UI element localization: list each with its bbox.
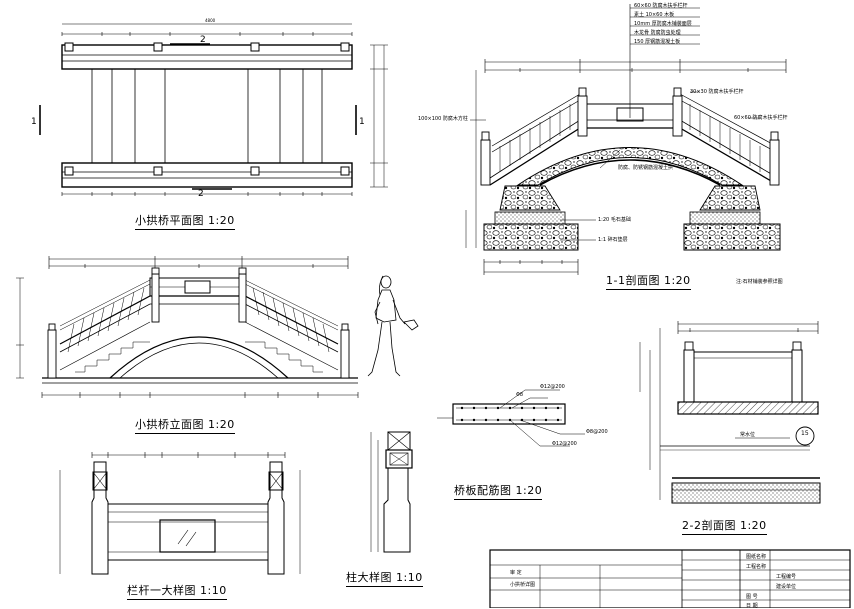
plan-mark-top: 2: [200, 35, 206, 45]
railing-post-right: [267, 461, 285, 575]
elevation-arch-inner: [119, 342, 279, 379]
titleblock-r6: 日 期: [746, 603, 758, 609]
human-scale-figure: [367, 275, 419, 377]
elevation-posts: [47, 267, 350, 379]
section22-callout-bubble: [795, 426, 815, 446]
slab-label-3: Φ8@200: [586, 429, 608, 435]
plan-title: 小拱桥平面图 1:20: [135, 212, 235, 230]
section22-deck: [677, 401, 819, 415]
elevation-title: 小拱桥立面图 1:20: [135, 416, 235, 434]
section11-title: 1-1剖面图 1:20: [606, 272, 691, 290]
slab-reinforcement: [437, 389, 585, 447]
section11-abutment-left: [499, 185, 561, 211]
section22-callout: 15: [801, 430, 809, 437]
section11-rail-small-note: 30×30 防腐木扶手栏杆: [690, 89, 744, 95]
section22-bed: [671, 482, 821, 504]
railing-panel: [159, 519, 216, 553]
elevation-view: [16, 256, 359, 398]
stack-note-4: 木龙骨 防腐防虫处理: [634, 30, 681, 36]
plan-top-posts: [64, 42, 350, 52]
section11-posts: [480, 87, 780, 186]
plan-bottom-posts: [64, 166, 350, 176]
section11-footing-left: [483, 223, 579, 251]
plan-deck-boards: [91, 68, 323, 164]
section11-layer-a: 1:20 毛石基础: [598, 217, 631, 223]
section22-post-right: [791, 349, 803, 403]
elevation-arch-outer: [109, 336, 289, 379]
titleblock-left1: 审 定: [510, 570, 522, 576]
section11-rail-large-note: 60×60 防腐木扶手栏杆: [734, 115, 788, 121]
stack-note-2: 素土 10×60 木板: [634, 12, 675, 18]
slab-label-4: Φ12@200: [552, 441, 577, 447]
section11-footing-right: [683, 223, 781, 251]
elevation-rails: [59, 279, 339, 353]
post-detail: [370, 431, 413, 553]
section11-foot-note: 注:石材铺装参照详图: [736, 279, 783, 285]
section11-abutment-right: [699, 185, 761, 211]
titleblock-r2: 工程名称: [746, 564, 767, 570]
titleblock-r3: 工程编号: [776, 574, 797, 580]
plan-top-rail: [61, 44, 353, 70]
post-title: 柱大样图 1:10: [346, 569, 423, 587]
section11-balusters: [499, 104, 761, 172]
railing-post-left: [91, 461, 109, 575]
titleblock-r5: 图 号: [746, 594, 758, 600]
titleblock-r1: 图纸名称: [746, 554, 767, 560]
titleblock-r4: 建设单位: [776, 584, 797, 590]
railing-detail: [59, 452, 301, 575]
section11-arch-note: 防腐、防锈钢筋混凝土拱: [618, 165, 674, 171]
section11-post-note: 100×100 防腐木方柱: [418, 116, 468, 122]
elevation-steps: [75, 341, 323, 373]
section-2-2: [639, 321, 821, 504]
plan-mark-bottom: 2: [198, 189, 204, 199]
plan-view: 4800: [39, 18, 388, 196]
title-block: [489, 549, 851, 608]
railing-title: 栏杆一大样图 1:10: [127, 582, 227, 600]
stack-note-1: 60×60 防腐木扶手栏杆: [634, 3, 688, 9]
section22-post-left: [683, 349, 695, 403]
stack-note-5: 150 厚钢筋混凝土板: [634, 39, 681, 45]
plan-mark-right: 1: [359, 117, 365, 127]
section11-arch-stone: [516, 147, 744, 186]
section22-water-label: 常水位: [740, 432, 756, 438]
stack-note-3: 10mm 厚防腐木铺装面层: [634, 21, 692, 27]
section22-title: 2-2剖面图 1:20: [682, 517, 767, 535]
slab-label-1: Φ12@200: [540, 384, 565, 390]
section-1-1: [465, 4, 787, 275]
slab-label-2: Φ8: [516, 392, 524, 398]
plan-mark-left: 1: [31, 117, 37, 127]
section11-layer-b: 1:1 碎石垫层: [598, 237, 628, 243]
svg-text:4800: 4800: [205, 18, 216, 23]
titleblock-left2: 小拱桥详图: [510, 582, 536, 588]
slab-title: 桥板配筋图 1:20: [454, 482, 543, 500]
plan-bottom-rail: [61, 162, 353, 188]
plan-top-dim-ticks: [61, 32, 353, 36]
